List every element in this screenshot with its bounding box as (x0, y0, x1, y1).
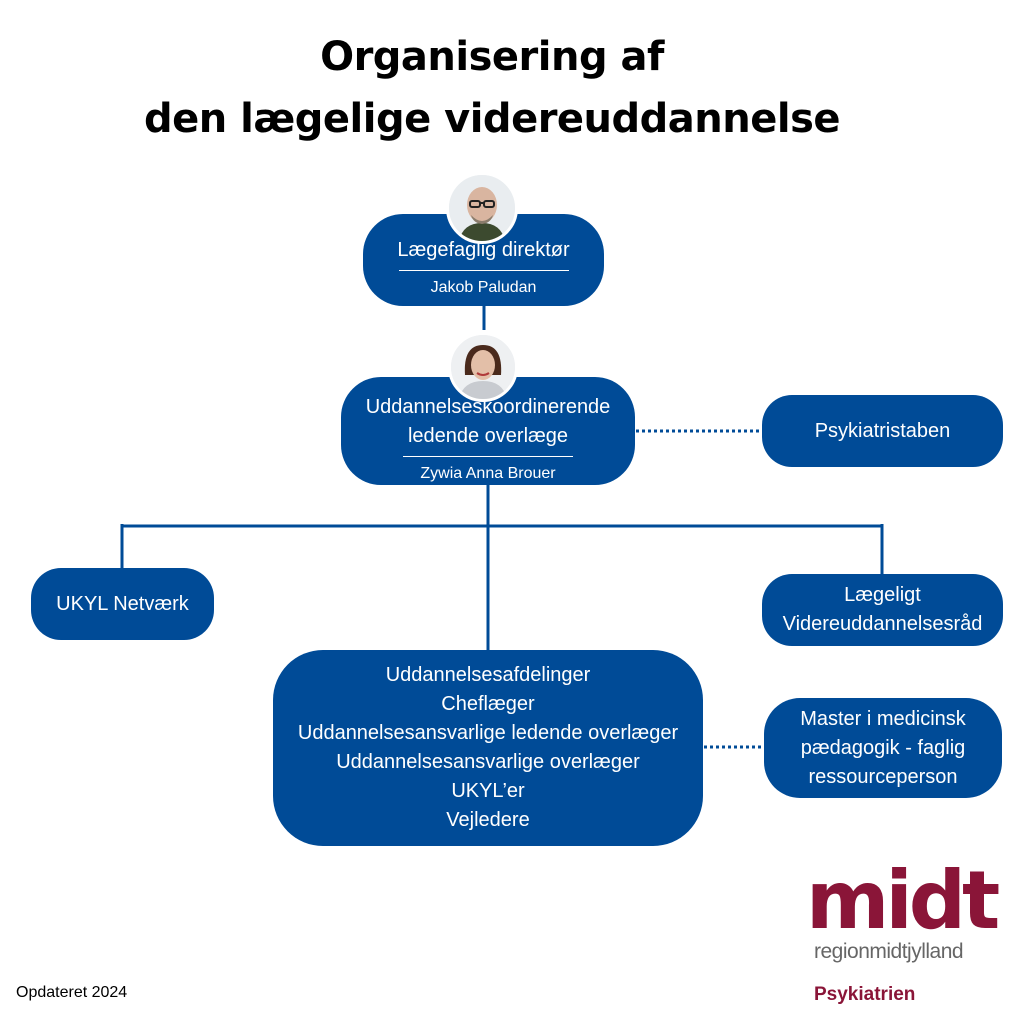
logo-midt: midt (806, 854, 1000, 947)
director-name: Jakob Paludan (430, 278, 537, 296)
council-box: Lægeligt Videreuddannelsesråd (762, 574, 1003, 646)
psychiatry-staff-box: Psykiatristaben (762, 395, 1003, 467)
master-box: Master i medicinsk pædagogik - faglig re… (764, 698, 1002, 798)
page-title-line2: den lægelige videreuddannelse (143, 96, 841, 142)
departments-line2: Cheflæger (441, 693, 535, 715)
master-line3: ressourceperson (808, 765, 958, 788)
master-line2: pædagogik - faglig (800, 736, 966, 759)
departments-line5: UKYL’er (451, 780, 525, 802)
coordinator-avatar (448, 332, 518, 402)
ukyl-network-label: UKYL Netværk (56, 592, 189, 615)
coordinator-name: Zywia Anna Brouer (420, 465, 556, 482)
person-photo-icon (451, 335, 515, 399)
psychiatry-staff-label: Psykiatristaben (814, 419, 951, 442)
council-line2: Videreuddannelsesråd (782, 613, 983, 635)
coordinator-divider (403, 456, 573, 457)
departments-box: Uddannelsesafdelinger Cheflæger Uddannel… (273, 650, 703, 846)
director-divider (398, 269, 569, 271)
footer-updated: Opdateret 2024 (16, 984, 128, 1001)
departments-line1: Uddannelsesafdelinger (385, 664, 591, 686)
person-photo-icon (449, 175, 515, 241)
logo-region: regionmidtjylland (814, 940, 964, 963)
coordinator-role-line1: Uddannelseskoordinerende (365, 396, 611, 418)
departments-line6: Vejledere (446, 809, 530, 831)
departments-line4: Uddannelsesansvarlige overlæger (336, 751, 640, 773)
master-line1: Master i medicinsk (800, 707, 966, 730)
coordinator-role-line2: ledende overlæge (407, 425, 569, 447)
departments-line3: Uddannelsesansvarlige ledende overlæger (297, 722, 679, 744)
director-role: Lægefaglig direktør (397, 238, 570, 261)
council-line1: Lægeligt (844, 584, 921, 606)
ukyl-network-box: UKYL Netværk (31, 568, 214, 640)
logo-unit: Psykiatrien (814, 984, 916, 1005)
director-avatar (446, 172, 518, 244)
page-title-line1: Organisering af (320, 34, 664, 80)
